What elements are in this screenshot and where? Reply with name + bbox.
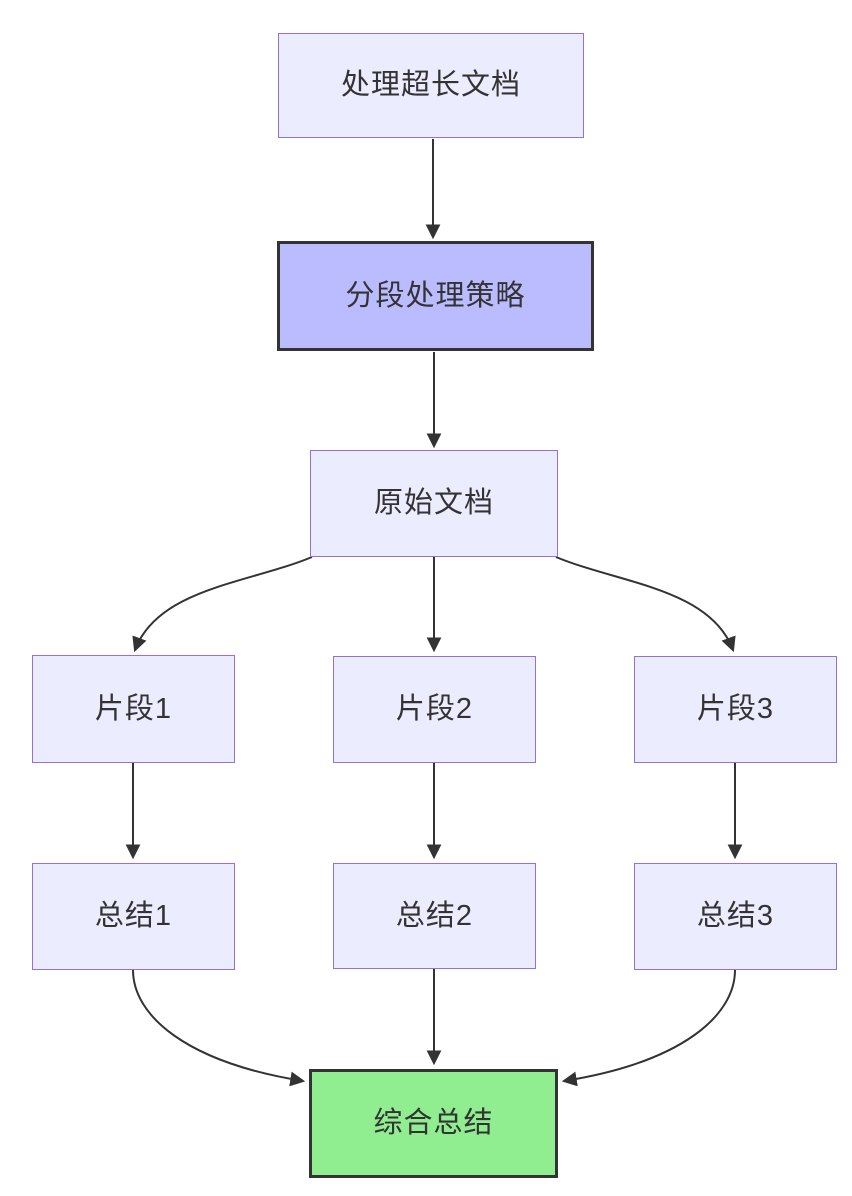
node-final-summary: 综合总结 [309,1069,558,1178]
node-summary-2: 总结2 [333,863,536,969]
node-label: 片段2 [395,693,474,726]
node-label: 总结1 [94,900,173,933]
node-label: 分段处理策略 [345,279,526,312]
node-summary-1: 总结1 [32,863,235,970]
edge-original-to-fragment1 [132,556,313,653]
node-label: 原始文档 [373,487,494,520]
node-fragment-1: 片段1 [32,655,235,763]
edge-summary3-to-final [561,969,736,1087]
node-label: 处理超长文档 [340,69,521,102]
node-original-document: 原始文档 [310,450,558,557]
node-label: 综合总结 [373,1107,494,1140]
node-process-long-document: 处理超长文档 [278,33,584,138]
node-label: 片段3 [696,693,775,726]
node-summary-3: 总结3 [634,863,837,970]
node-segmented-processing-strategy: 分段处理策略 [277,241,594,351]
node-label: 总结3 [696,900,775,933]
edge-summary1-to-final [132,969,306,1087]
node-label: 总结2 [395,899,474,932]
node-label: 片段1 [94,692,173,725]
edge-original-to-fragment3 [555,556,736,653]
node-fragment-2: 片段2 [333,656,536,763]
node-fragment-3: 片段3 [634,656,837,763]
